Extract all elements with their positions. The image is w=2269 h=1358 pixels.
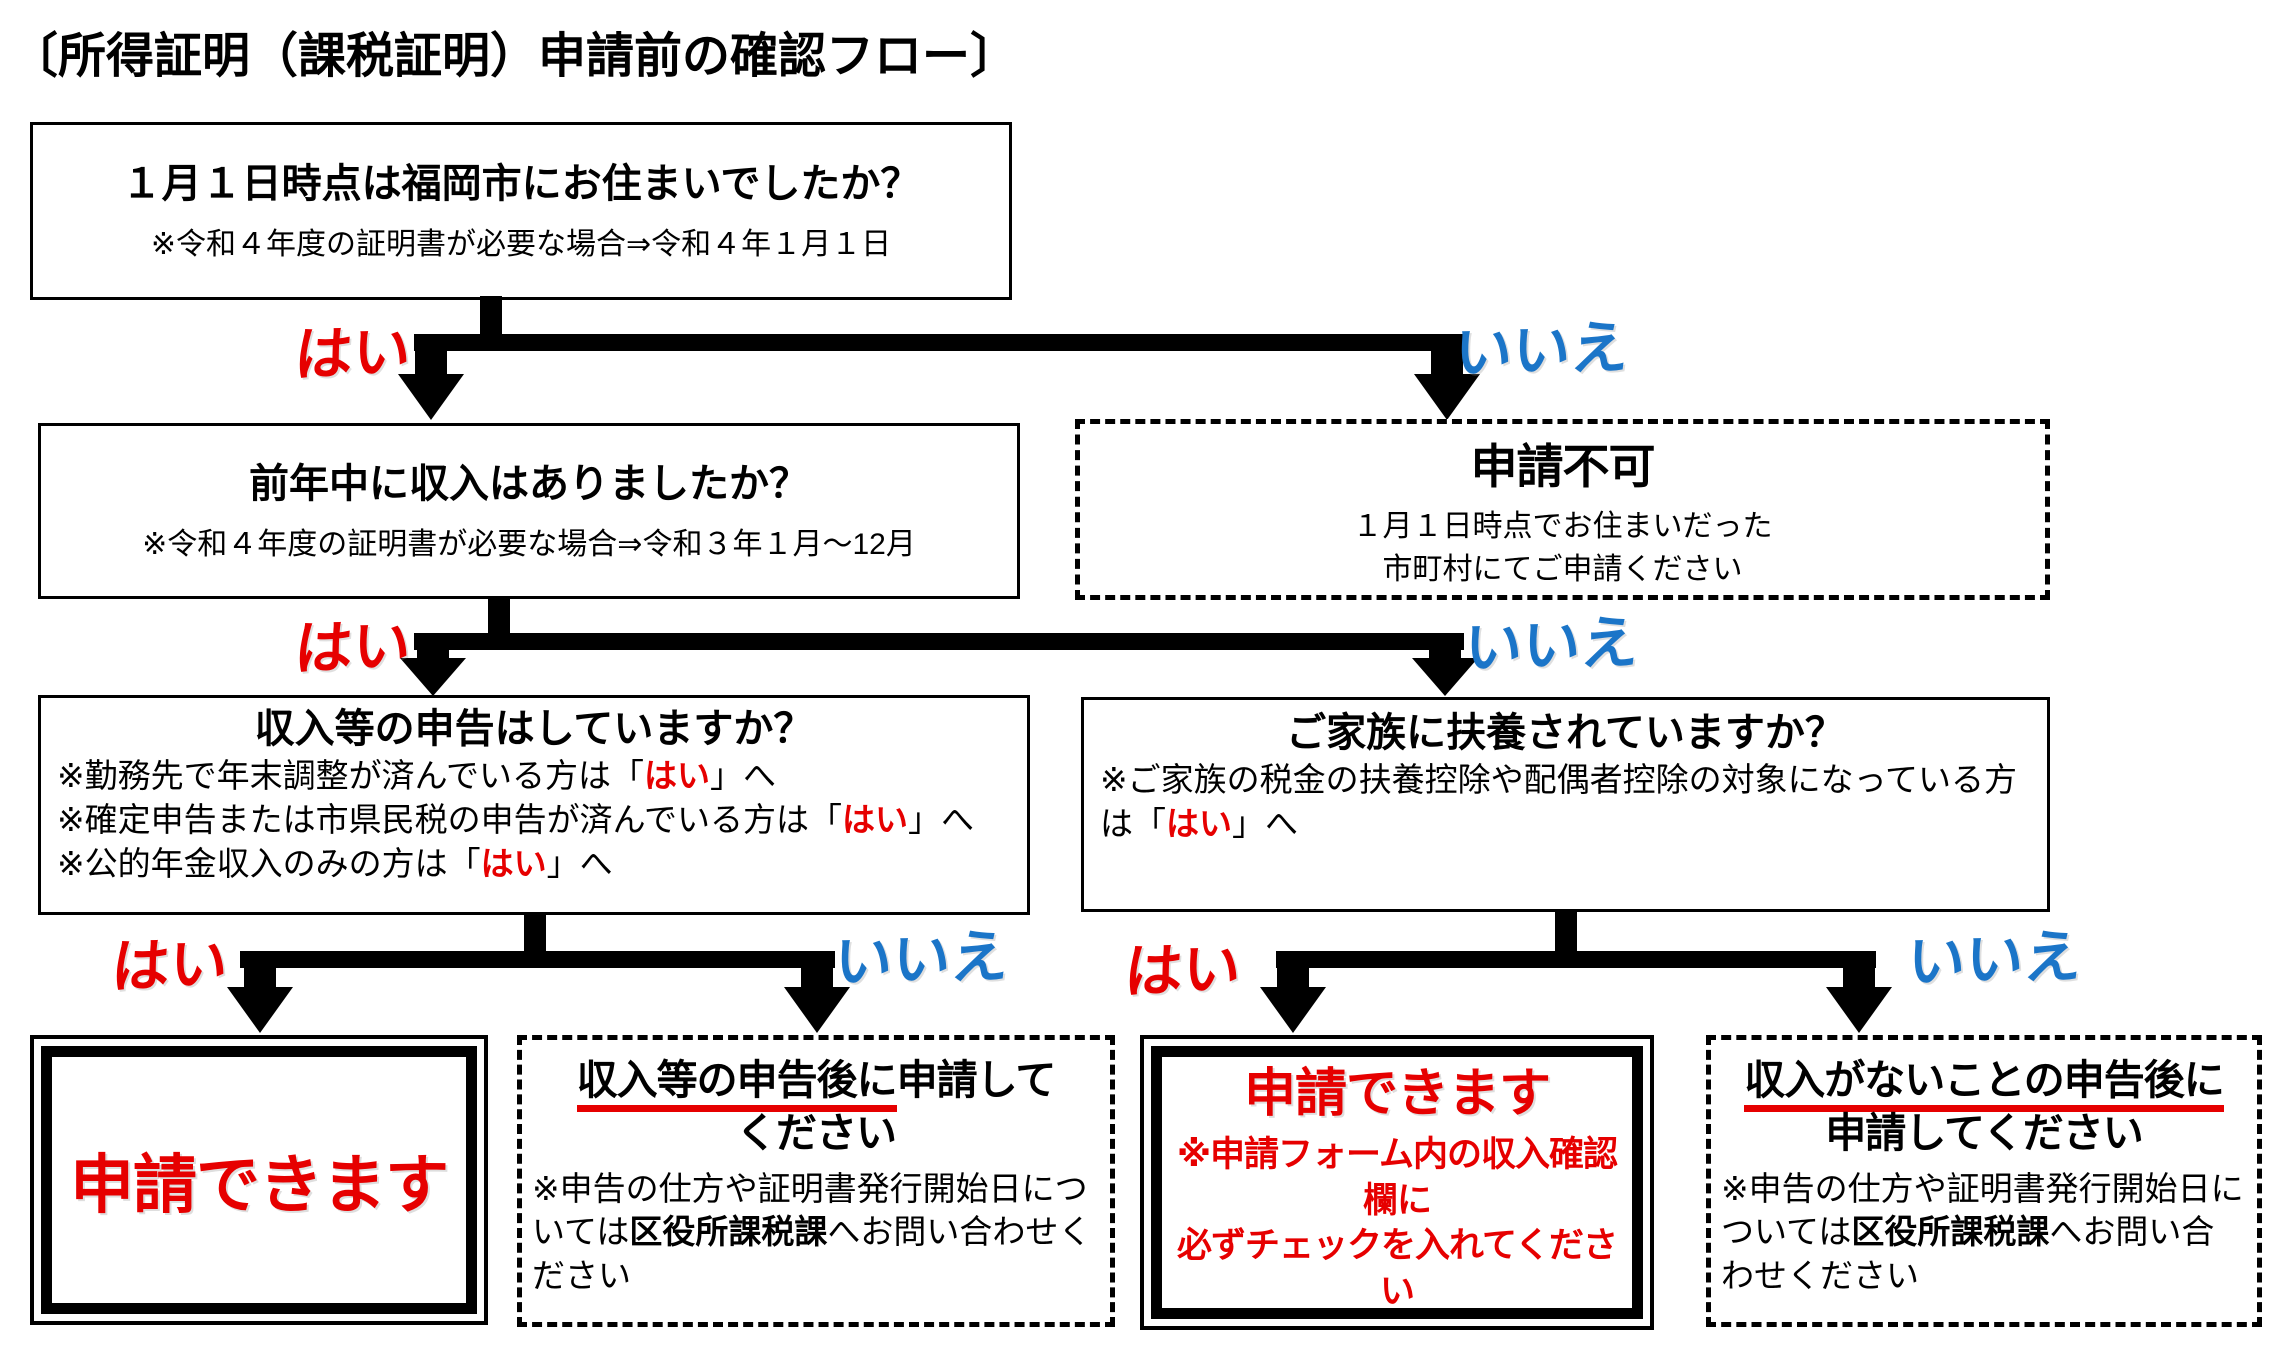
- result-can-apply-2-inner: 申請できます ※申請フォーム内の収入確認欄に 必ずチェックを入れてください: [1151, 1046, 1643, 1319]
- result-box-apply-after-no-income-filing: 収入がないことの申告後に 申請してください ※申告の仕方や証明書発行開始日につい…: [1706, 1035, 2262, 1327]
- label-yes-branch2: はい: [292, 612, 414, 683]
- page-title: 〔所得証明（課税証明）申請前の確認フロー〕: [10, 30, 1019, 83]
- arrow-down-q4-no-icon: [1826, 987, 1892, 1033]
- question-residence-text: １月１日時点は福岡市にお住まいでしたか？: [121, 162, 921, 206]
- result-box-cannot-apply: 申請不可 １月１日時点でお住まいだった 市町村にてご申請ください: [1075, 419, 2050, 600]
- label-no-branch2: いいえ: [1462, 609, 1642, 682]
- label-no-branch1: いいえ: [1452, 314, 1632, 387]
- apply-after-no-income-heading-line2: 申請してください: [1825, 1110, 2144, 1157]
- question-box-dependent: ご家族に扶養されていますか？ ※ご家族の税金の扶養控除や配偶者控除の対象になって…: [1081, 697, 2050, 912]
- ward-office-tax-section-bold: 区役所課税課: [1851, 1213, 2050, 1251]
- arrow-down-q4-yes-icon: [1260, 987, 1326, 1033]
- apply-after-income-heading-line2: ください: [736, 1110, 897, 1157]
- question-income-note: ※令和４年度の証明書が必要な場合⇒令和３年１月～12月: [142, 528, 916, 561]
- apply-after-income-heading-underlined: 収入等の申告後に: [576, 1057, 898, 1112]
- note-yes-emphasis: はい: [480, 845, 547, 883]
- connector-q1-yes-stem: [415, 350, 447, 378]
- connector-q4-stub: [1555, 912, 1577, 955]
- can-apply-2-note-line1: ※申請フォーム内の収入確認欄に: [1177, 1135, 1618, 1220]
- label-yes-branch3-left: はい: [109, 930, 231, 1001]
- question-box-residence: １月１日時点は福岡市にお住まいでしたか？ ※令和４年度の証明書が必要な場合⇒令和…: [30, 122, 1012, 300]
- apply-after-no-income-heading: 収入がないことの申告後に 申請してください: [1744, 1054, 2225, 1161]
- connector-q1-stub: [480, 296, 502, 338]
- label-yes-branch1: はい: [292, 318, 414, 389]
- question-dependent-text: ご家族に扶養されていますか？: [1286, 711, 1845, 755]
- connector-q1-no-stem: [1431, 350, 1463, 378]
- note-yes-emphasis: はい: [842, 801, 909, 839]
- note-yes-emphasis: はい: [644, 757, 711, 794]
- cannot-apply-note: １月１日時点でお住まいだった 市町村にてご申請ください: [1353, 505, 1773, 592]
- arrow-down-q3-yes-icon: [227, 987, 293, 1033]
- filed-return-note-3: ※公的年金収入のみの方は「はい」へ: [57, 845, 613, 883]
- result-box-can-apply-1: 申請できます: [30, 1035, 488, 1325]
- connector-q2-bar: [414, 633, 1464, 650]
- cannot-apply-note-line1: １月１日時点でお住まいだった: [1352, 509, 1773, 543]
- note-yes-emphasis: はい: [1166, 805, 1232, 843]
- arrow-down-q3-no-icon: [784, 987, 850, 1033]
- question-box-filed-return: 収入等の申告はしていますか？ ※勤務先で年末調整が済んでいる方は「はい」へ ※確…: [38, 695, 1030, 915]
- result-box-can-apply-2: 申請できます ※申請フォーム内の収入確認欄に 必ずチェックを入れてください: [1140, 1035, 1654, 1330]
- arrow-down-q2-no-icon: [1412, 658, 1478, 696]
- can-apply-2-note: ※申請フォーム内の収入確認欄に 必ずチェックを入れてください: [1162, 1132, 1632, 1314]
- cannot-apply-heading: 申請不可: [1470, 439, 1656, 493]
- label-yes-branch3-right: はい: [1122, 935, 1244, 1006]
- arrow-down-q2-yes-icon: [400, 658, 466, 696]
- question-filed-return-text: 収入等の申告はしていますか？: [254, 707, 814, 751]
- connector-q2-stub: [488, 596, 510, 638]
- arrow-down-q1-no-icon: [1414, 374, 1480, 420]
- connector-q4-bar: [1276, 951, 1876, 968]
- label-no-branch3-left: いいえ: [832, 923, 1012, 996]
- filed-return-note-1: ※勤務先で年末調整が済んでいる方は「はい」へ: [57, 757, 777, 794]
- question-box-income: 前年中に収入はありましたか？ ※令和４年度の証明書が必要な場合⇒令和３年１月～1…: [38, 423, 1020, 599]
- ward-office-tax-section-bold: 区役所課税課: [629, 1213, 828, 1251]
- apply-after-income-heading: 収入等の申告後に申請して ください: [576, 1057, 1056, 1157]
- can-apply-2-heading: 申請できます: [1243, 1065, 1551, 1123]
- filed-return-note-2: ※確定申告または市県民税の申告が済んでいる方は「はい」へ: [57, 801, 975, 839]
- cannot-apply-note-line2: 市町村にてご申請ください: [1382, 553, 1743, 586]
- connector-q3-stub: [524, 912, 546, 955]
- can-apply-2-note-line2: 必ずチェックを入れてください: [1177, 1226, 1618, 1311]
- question-dependent-note: ※ご家族の税金の扶養控除や配偶者控除の対象になっている方は「はい」へ: [1100, 761, 2018, 843]
- apply-after-income-note: ※申告の仕方や証明書発行開始日については区役所課税課へお問い合わせください: [532, 1169, 1092, 1295]
- question-residence-note: ※令和４年度の証明書が必要な場合⇒令和４年１月１日: [150, 228, 892, 261]
- apply-after-no-income-note: ※申告の仕方や証明書発行開始日については区役所課税課へお問い合わせください: [1721, 1169, 2244, 1295]
- result-box-apply-after-income-filing: 収入等の申告後に申請して ください ※申告の仕方や証明書発行開始日については区役…: [517, 1035, 1115, 1327]
- question-filed-return-notes: ※勤務先で年末調整が済んでいる方は「はい」へ ※確定申告または市県民税の申告が済…: [41, 754, 1027, 887]
- connector-q3-bar: [240, 951, 835, 968]
- result-can-apply-1-inner: 申請できます: [41, 1046, 477, 1314]
- arrow-down-q1-yes-icon: [398, 374, 464, 420]
- question-income-text: 前年中に収入はありましたか？: [249, 462, 809, 506]
- apply-after-no-income-heading-underlined: 収入がないことの申告後に: [1744, 1057, 2225, 1112]
- can-apply-1-heading: 申請できます: [70, 1149, 449, 1221]
- label-no-branch3-right: いいえ: [1905, 923, 2085, 996]
- connector-q1-bar: [414, 334, 1464, 351]
